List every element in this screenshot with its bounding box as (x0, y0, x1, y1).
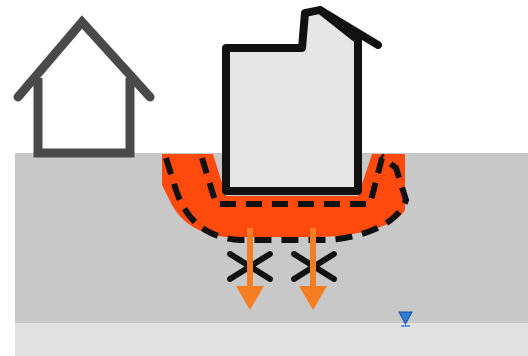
lower-soil-layer (15, 323, 528, 356)
house-outline-icon (18, 22, 150, 153)
tall-building-icon (226, 10, 378, 191)
